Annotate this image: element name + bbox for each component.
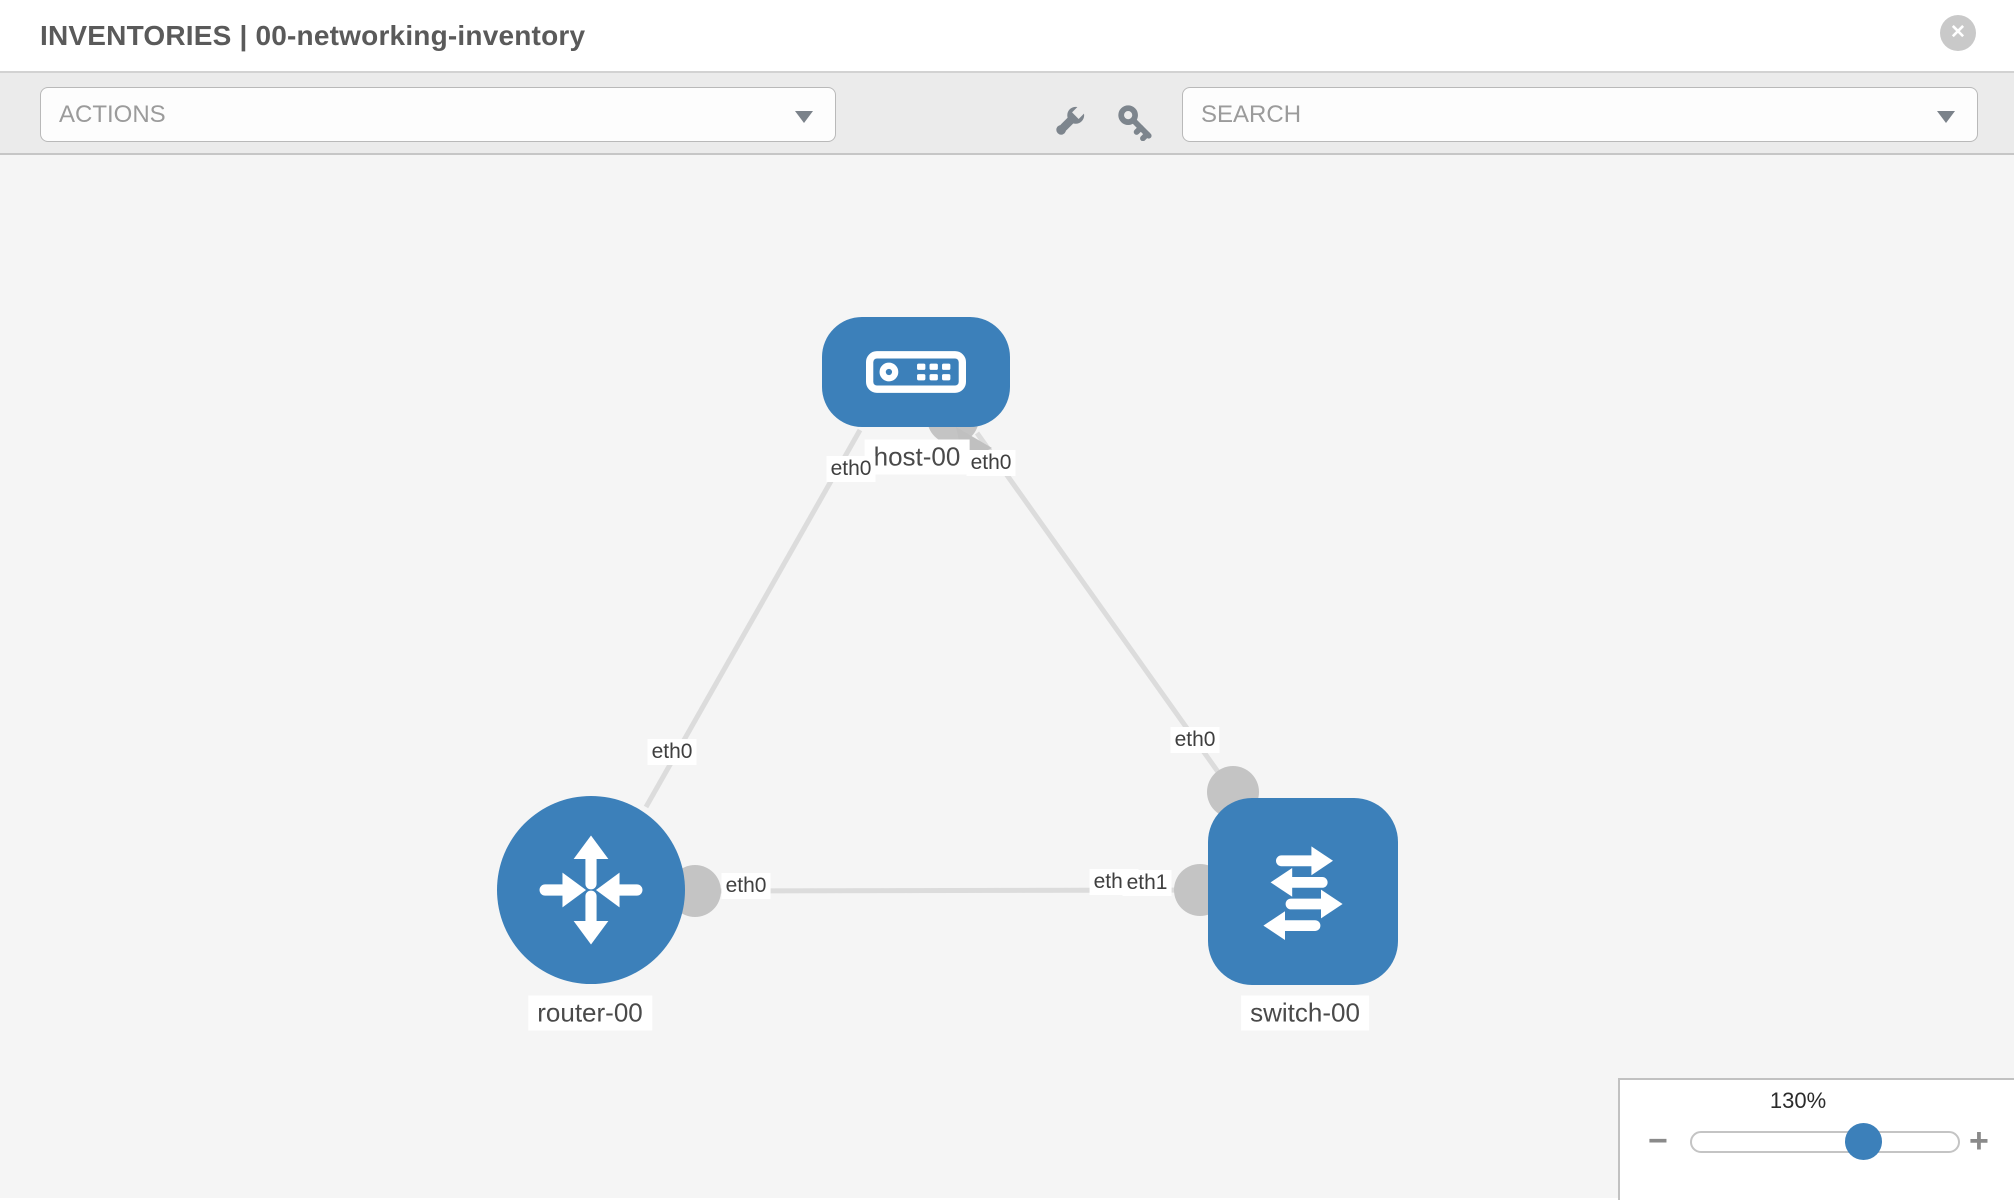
search-placeholder: SEARCH (1201, 101, 1302, 128)
iface-label: eth1 (1122, 870, 1172, 896)
zoom-slider-track[interactable] (1690, 1131, 1960, 1153)
zoom-in-button[interactable]: + (1969, 1122, 1989, 1160)
node-switch-00[interactable] (1208, 798, 1398, 985)
key-icon[interactable] (1116, 103, 1154, 141)
chevron-down-icon (795, 111, 813, 123)
iface-label: eth0 (966, 450, 1016, 476)
iface-label: eth0 (647, 739, 697, 765)
zoom-slider-handle[interactable] (1845, 1123, 1882, 1160)
router-icon (539, 835, 643, 945)
zoom-level-value: 130% (1769, 1088, 1827, 1113)
wrench-icon[interactable] (1050, 103, 1088, 141)
iface-label: eth0 (826, 456, 876, 482)
node-label-host-00: host-00 (864, 439, 970, 475)
iface-label: eth0 (1170, 727, 1220, 753)
toolbar: ACTIONS SEARCH (0, 71, 2014, 155)
node-router-00[interactable] (497, 796, 685, 984)
actions-dropdown[interactable]: ACTIONS (40, 87, 836, 142)
node-host-00[interactable] (822, 317, 1010, 427)
iface-label: eth0 (721, 873, 771, 899)
node-label-switch-00: switch-00 (1241, 995, 1369, 1031)
zoom-out-button[interactable]: − (1648, 1122, 1668, 1160)
topology-canvas[interactable]: host-00 router-00 switch-00 eth0 eth0 et… (0, 155, 2014, 1200)
switch-icon (1263, 845, 1343, 940)
search-input[interactable]: SEARCH (1182, 87, 1978, 142)
host-icon (866, 351, 966, 393)
page-title: INVENTORIES | 00-networking-inventory (40, 20, 586, 51)
node-label-router-00: router-00 (528, 995, 652, 1031)
close-icon[interactable]: ✕ (1940, 15, 1976, 51)
zoom-control-panel: 130% − + (1618, 1078, 2014, 1200)
actions-dropdown-label: ACTIONS (59, 101, 166, 128)
page-header: INVENTORIES | 00-networking-inventory ✕ (0, 0, 2014, 71)
chevron-down-icon (1937, 111, 1955, 123)
links-layer (643, 392, 1259, 917)
